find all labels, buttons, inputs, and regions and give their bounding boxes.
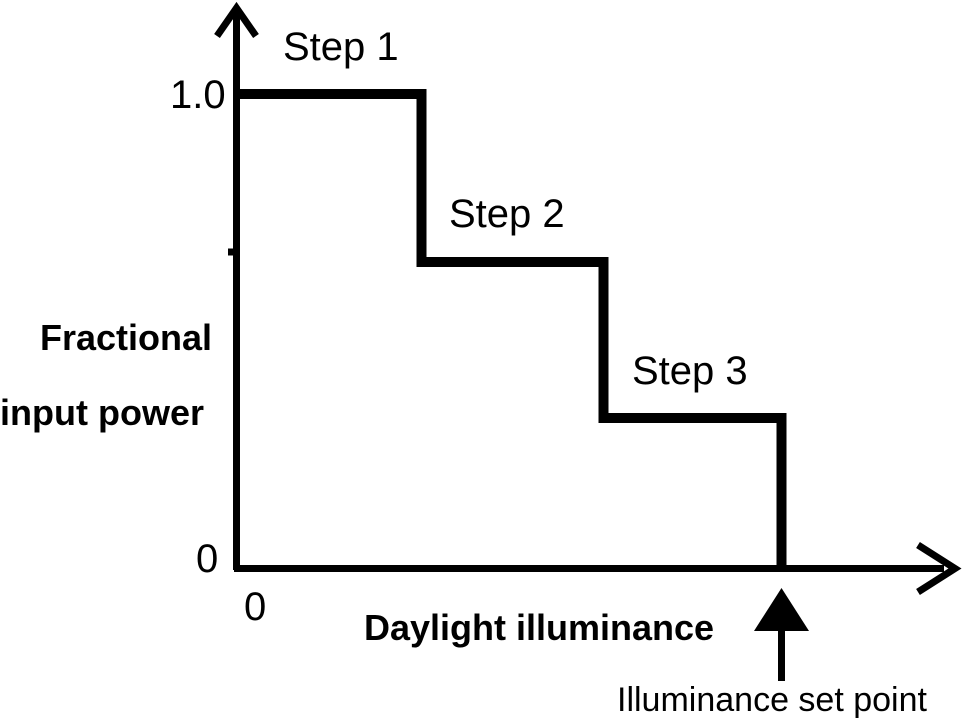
y-axis-title-line2: input power bbox=[0, 392, 204, 434]
step-1-label: Step 1 bbox=[283, 25, 399, 69]
y-axis-title: Fractional input power bbox=[0, 281, 222, 508]
illuminance-setpoint-label: Illuminance set point bbox=[617, 681, 927, 719]
x-axis-arrowhead-icon bbox=[916, 542, 962, 595]
setpoint-arrow-icon bbox=[754, 588, 809, 631]
y-tick-label-0: 0 bbox=[196, 537, 219, 581]
x-axis-title: Daylight illuminance bbox=[364, 607, 715, 648]
step-3-label: Step 3 bbox=[632, 349, 748, 393]
y-axis-title-line1: Fractional bbox=[40, 316, 213, 358]
y-axis-arrowhead-icon bbox=[214, 1, 259, 39]
step-curve bbox=[238, 89, 787, 570]
y-tick-label-1.0: 1.0 bbox=[170, 73, 226, 117]
x-tick-label-0: 0 bbox=[244, 585, 267, 629]
step-2-label: Step 2 bbox=[449, 192, 565, 236]
